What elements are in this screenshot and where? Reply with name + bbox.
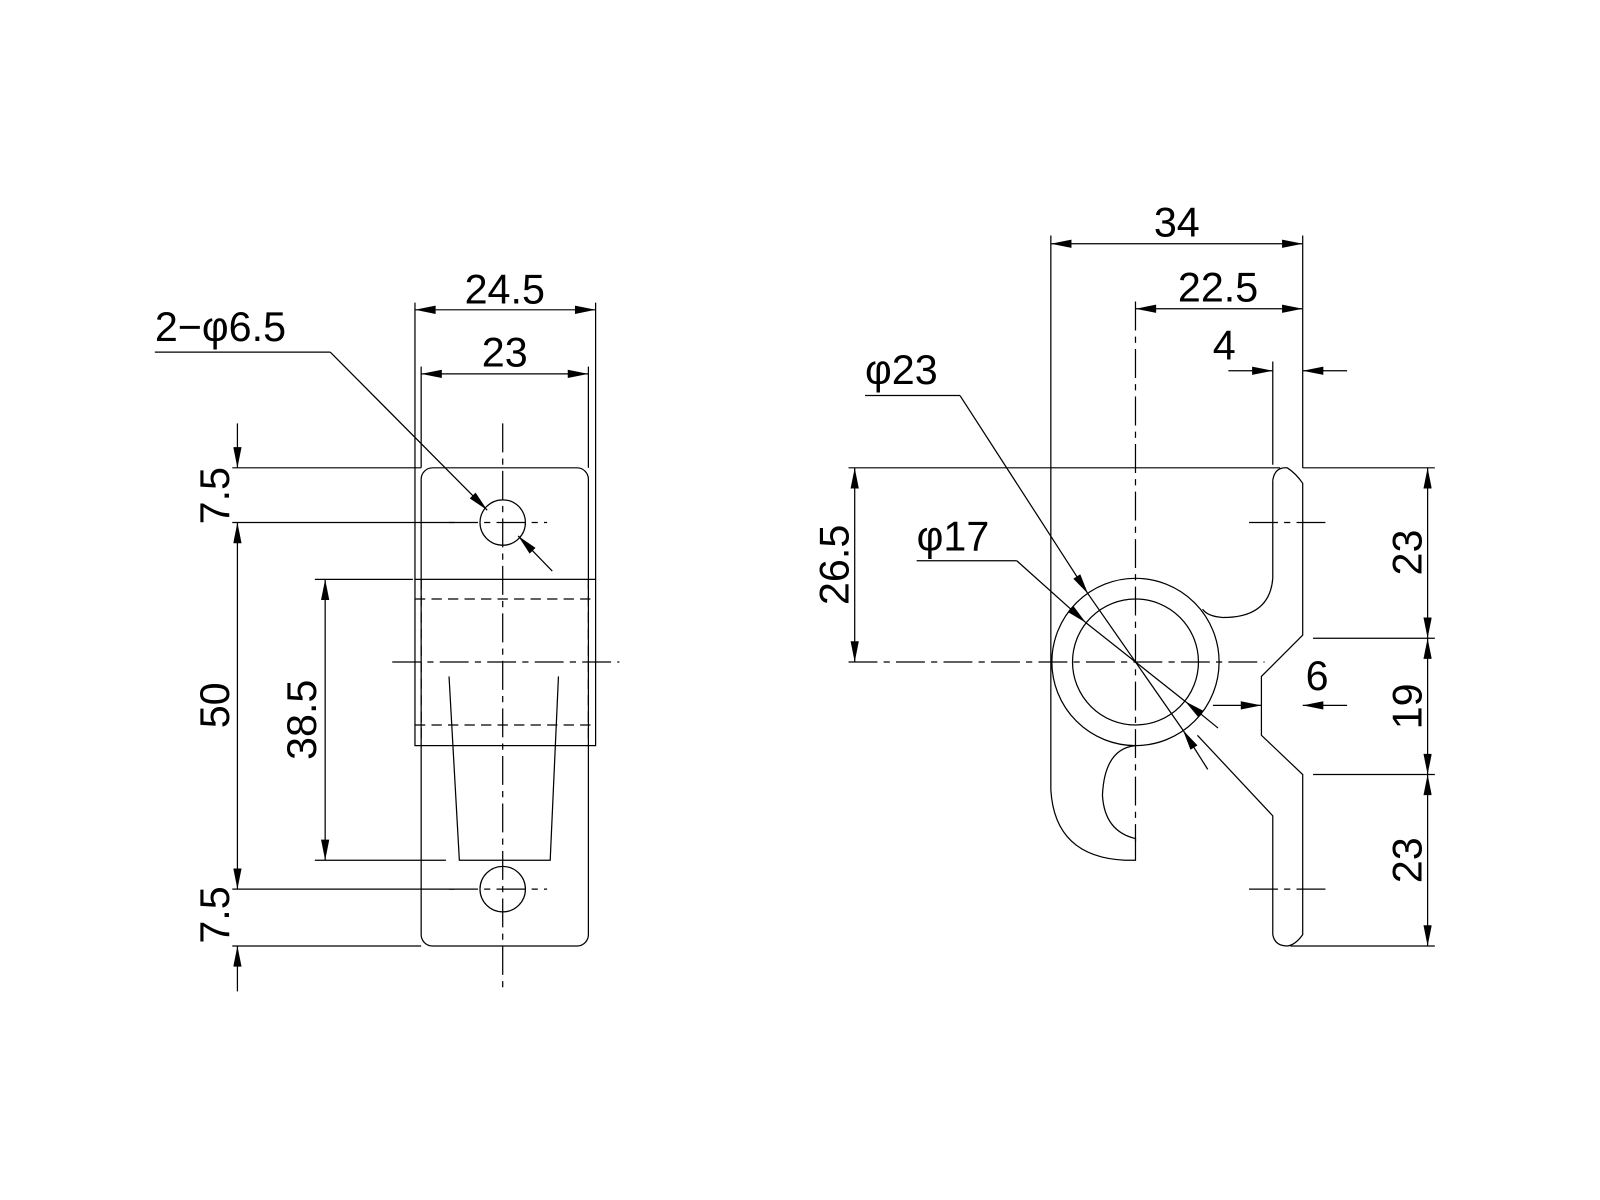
dimension-width-inner: 23 [420,330,590,468]
dim-label-38-5: 38.5 [279,680,325,760]
dim-label-19: 19 [1384,683,1430,729]
hole-callout-leader: 2−φ6.5 [154,304,553,572]
dimension-plate-thickness: 4 [1213,322,1348,375]
dim-label-24-5: 24.5 [465,267,545,313]
plate-outline [1196,361,1304,947]
dim-label-22-5: 22.5 [1178,265,1258,311]
dim-label-23: 23 [482,330,528,376]
dimension-center-height: 26.5 [812,467,1280,662]
dimension-overall-width: 34 [1050,199,1303,248]
dim-label-26-5: 26.5 [812,525,858,605]
dim-label-50: 50 [192,682,238,728]
dim-label-7-5-top: 7.5 [192,467,238,524]
side-view: 34 22.5 4 φ23 φ17 26.5 [812,199,1435,947]
dimension-width-outer: 24.5 [414,267,597,580]
tapered-slot [448,676,560,861]
front-view: 24.5 23 7.5 50 7.5 38.5 2−φ6.5 [154,267,620,992]
dim-label-phi-23: φ23 [865,347,938,393]
dim-label-phi-17: φ17 [917,513,990,559]
dimension-outer-diameter: φ23 [865,347,1209,770]
dim-label-34: 34 [1154,199,1200,245]
hole-callout-label: 2−φ6.5 [155,304,286,350]
dim-label-7-5-bottom: 7.5 [192,886,238,943]
dimension-hole-positions: 7.5 50 7.5 [192,423,455,992]
dimension-center-to-back: 22.5 [1135,265,1303,313]
dimension-inner-diameter: φ17 [917,513,1219,729]
dim-label-23-lower: 23 [1384,837,1430,883]
body-outline-left [1050,235,1137,861]
dim-label-6: 6 [1306,653,1329,699]
dimension-slot-length: 38.5 [279,578,446,861]
dim-label-23-upper: 23 [1384,530,1430,576]
dimension-plate-lengths: 23 19 23 [1290,467,1435,947]
mounting-plate-outline [420,467,590,947]
dim-label-4: 4 [1213,322,1236,368]
dimension-notch-depth: 6 [1212,653,1348,710]
